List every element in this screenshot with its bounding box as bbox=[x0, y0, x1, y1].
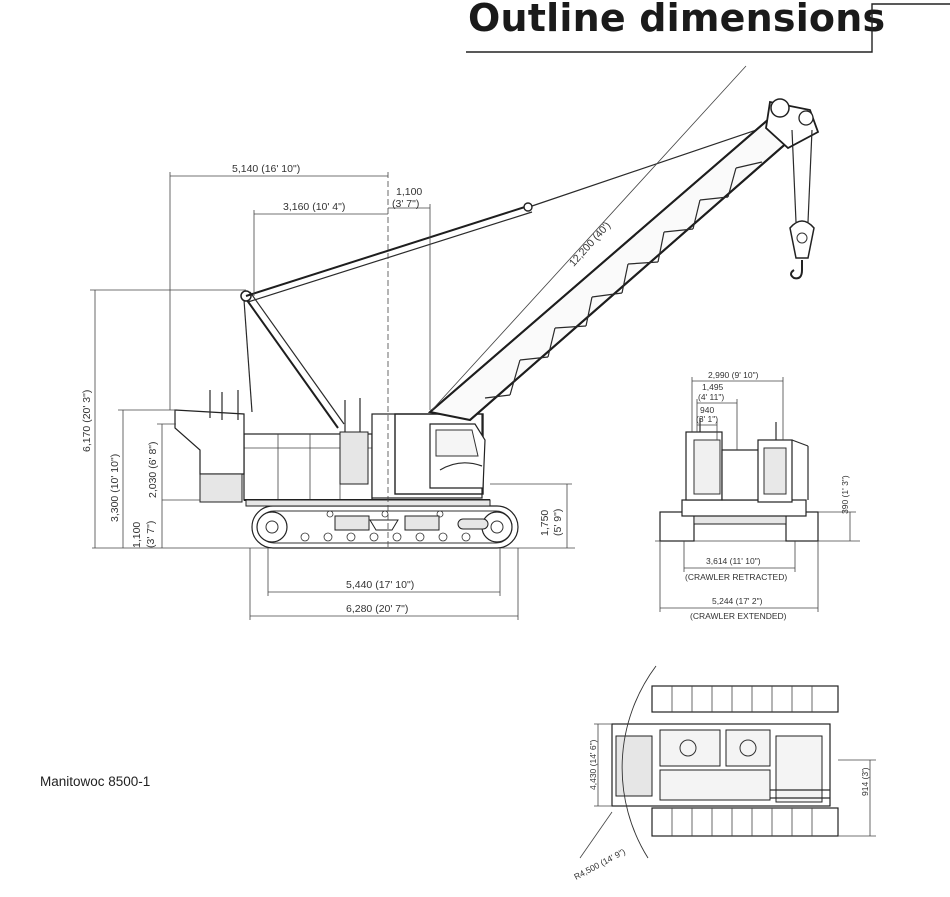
page-title: Outline dimensions bbox=[468, 0, 886, 40]
dim-plan-tail-radius: R4,500 (14' 9") bbox=[572, 846, 627, 881]
crawler-track bbox=[251, 505, 519, 549]
dim-mast-to-center: 3,160 (10' 4") bbox=[283, 201, 345, 213]
dim-plan-shoe-width: 914 (3') bbox=[860, 767, 870, 796]
dim-center-offset: 1,100 bbox=[396, 186, 422, 198]
dim-rear-retracted-width: 3,614 (11' 10") bbox=[706, 556, 761, 566]
dim-tail-clearance: 1,100 bbox=[131, 522, 143, 548]
plan-view: 4,430 (14' 6") 914 (3') R4,500 (14' 9") bbox=[572, 665, 876, 882]
dim-tail-clearance-ft: (3' 7") bbox=[145, 521, 157, 548]
dim-center-offset-ft: (3' 7") bbox=[392, 198, 419, 210]
dim-rear-extended-label: (CRAWLER EXTENDED) bbox=[690, 611, 787, 621]
dim-tail-to-boom-foot: 5,140 (16' 10") bbox=[232, 163, 300, 175]
dim-rear-1495-ft: (4' 11") bbox=[698, 392, 724, 402]
dim-mast-height: 3,300 (10' 10") bbox=[109, 454, 121, 522]
side-dimension-lines bbox=[90, 65, 747, 620]
side-view: 5,140 (16' 10") 3,160 (10' 4") 1,100 (3'… bbox=[81, 65, 820, 620]
gantry-mast bbox=[240, 121, 781, 429]
rear-dimension-lines bbox=[659, 377, 856, 612]
upper-works bbox=[174, 390, 491, 507]
figure-caption: Manitowoc 8500-1 bbox=[40, 774, 151, 789]
dim-rear-940-ft: (3' 1") bbox=[696, 414, 718, 424]
dim-rear-1495: 1,495 bbox=[702, 382, 724, 392]
lattice-boom bbox=[427, 98, 820, 422]
dim-overall-height: 6,170 (20' 3") bbox=[81, 390, 93, 452]
dim-tumbler-distance: 5,440 (17' 10") bbox=[346, 579, 414, 591]
dim-rear-extended-width: 5,244 (17' 2") bbox=[712, 596, 763, 606]
dim-rear-retracted-label: (CRAWLER RETRACTED) bbox=[685, 572, 787, 582]
dim-cab-height-ft: (5' 9") bbox=[552, 509, 564, 536]
dim-crawler-length: 6,280 (20' 7") bbox=[346, 603, 408, 615]
rear-view: 2,990 (9' 10") 1,495 (4' 11") 940 (3' 1"… bbox=[655, 370, 860, 621]
dim-rear-ground-clearance: 390 (1' 3") bbox=[840, 475, 850, 514]
dim-deck-height: 2,030 (6' 8") bbox=[147, 441, 159, 498]
title-frame bbox=[466, 3, 950, 53]
dim-rear-940: 940 bbox=[700, 405, 714, 415]
dim-cab-height: 1,750 bbox=[539, 510, 551, 536]
plan-dimension-lines bbox=[594, 723, 876, 837]
dim-plan-upper-width: 4,430 (14' 6") bbox=[588, 739, 598, 790]
dim-rear-upper-width: 2,990 (9' 10") bbox=[708, 370, 759, 380]
